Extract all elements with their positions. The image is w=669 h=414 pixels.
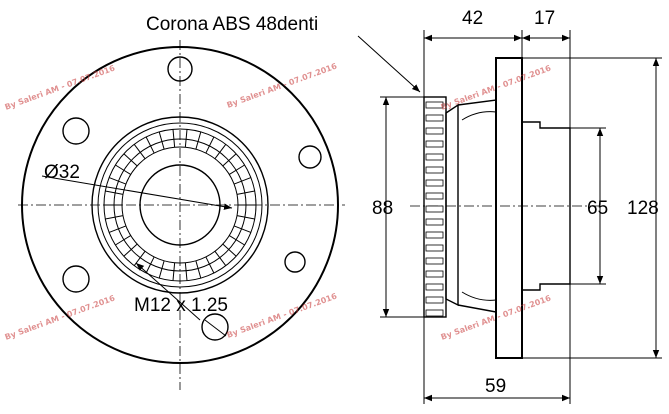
bearing-roller <box>133 144 146 160</box>
bore-circle <box>139 164 221 246</box>
bearing-roller <box>236 215 255 220</box>
bearing-roller <box>222 243 237 257</box>
front-view: Ø32 M12 x 1.25 <box>18 40 345 390</box>
bearing-roller <box>229 164 245 175</box>
abs-tooth-gap <box>425 101 444 109</box>
abs-tooth-gap <box>425 127 444 135</box>
side-flange <box>495 57 523 359</box>
bearing-roller <box>214 250 227 266</box>
dim-65-label: 65 <box>587 198 608 219</box>
bearing-roller <box>108 177 127 185</box>
abs-tooth-gap <box>425 283 444 291</box>
hub-body-section <box>445 103 459 307</box>
bearing-roller <box>105 215 124 220</box>
abs-ring-label: Corona ABS 48denti <box>146 14 318 35</box>
watermark-text: By Saleri AM - 07.07.2016 <box>4 293 117 341</box>
bearing-roller <box>214 144 227 160</box>
side-view: 88 65 128 42 17 59 Corona ABS 48denti <box>146 8 662 404</box>
bearing-roller <box>145 136 155 154</box>
dim-42-label: 42 <box>462 8 483 29</box>
bolt-hole <box>284 251 306 273</box>
bearing-roller <box>236 190 255 195</box>
bearing-roller <box>184 129 188 148</box>
dim-128-label: 128 <box>627 198 659 219</box>
bearing-roller <box>158 131 165 150</box>
bearing-roller <box>172 262 176 281</box>
bearing-roller <box>229 235 245 246</box>
bolt-hole <box>62 117 90 145</box>
bearing-roller <box>172 129 176 148</box>
bolt-holes <box>62 56 322 341</box>
thread-label: M12 x 1.25 <box>134 295 228 316</box>
pilot-spigot <box>522 121 571 291</box>
bearing-roller <box>205 136 215 154</box>
bearing-roller <box>123 243 138 257</box>
bolt-hole <box>298 145 322 169</box>
hub-fillet-bottom <box>461 291 497 301</box>
bearing-roller <box>195 131 202 150</box>
hub-fillet-top <box>461 111 497 121</box>
bearing-roller <box>145 256 155 274</box>
abs-tooth-gap <box>425 192 444 200</box>
bolt-hole <box>201 313 229 341</box>
bearing-roller <box>105 190 124 195</box>
abs-tooth-gap <box>425 114 444 122</box>
thread-mark <box>204 319 227 337</box>
abs-tooth-gap <box>425 270 444 278</box>
bore-leader-line <box>41 175 233 210</box>
bearing-roller <box>108 225 127 233</box>
bearing-roller <box>222 153 237 167</box>
dim-17-label: 17 <box>534 8 555 29</box>
abs-teeth <box>425 101 444 317</box>
bearing-roller <box>115 164 131 175</box>
abs-tooth-gap <box>425 231 444 239</box>
abs-tooth-gap <box>425 205 444 213</box>
bearing-roller <box>195 260 202 279</box>
bearing-ring-2 <box>97 122 263 288</box>
abs-tooth-gap <box>425 140 444 148</box>
bolt-hole <box>167 56 193 82</box>
abs-tooth-gap <box>425 153 444 161</box>
abs-tooth-gap <box>425 257 444 265</box>
bolt-hole <box>62 265 90 293</box>
bearing-roller <box>158 260 165 279</box>
dim-88-label: 88 <box>372 198 393 219</box>
abs-tooth-gap <box>425 166 444 174</box>
bearing-roller <box>205 256 215 274</box>
bearing-rollers <box>104 129 256 281</box>
bearing-roller <box>123 153 138 167</box>
bearing-outer-ring <box>91 116 269 294</box>
abs-tooth-gap <box>425 179 444 187</box>
watermark-text: By Saleri AM - 07.07.2016 <box>4 63 117 111</box>
abs-tooth-gap <box>425 296 444 304</box>
bearing-roller <box>233 225 252 233</box>
bore-diameter-label: Ø32 <box>44 162 80 183</box>
bearing-roller <box>184 262 188 281</box>
abs-tooth-gap <box>425 309 444 317</box>
flange-outer-circle <box>21 46 339 364</box>
abs-tooth-gap <box>425 244 444 252</box>
thread-leader-line <box>135 262 201 321</box>
abs-ring-leader <box>357 35 421 93</box>
watermark-text: By Saleri AM - 07.07.2016 <box>226 291 339 339</box>
dim-59-label: 59 <box>485 376 506 397</box>
abs-tooth-gap <box>425 218 444 226</box>
bearing-roller <box>115 235 131 246</box>
bearing-roller <box>233 177 252 185</box>
watermark-text: By Saleri AM - 07.07.2016 <box>226 61 339 109</box>
